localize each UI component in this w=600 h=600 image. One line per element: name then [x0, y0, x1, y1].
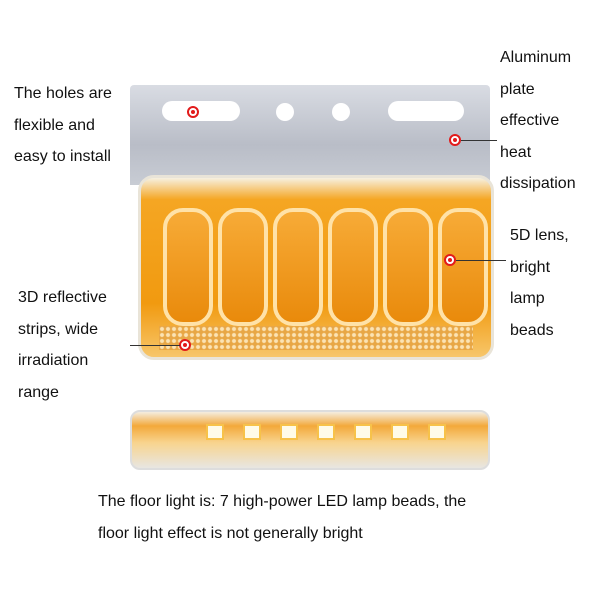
floor-light [130, 410, 490, 470]
mount-hole [332, 103, 350, 121]
mount-slot [162, 101, 240, 121]
caption-line: floor light effect is not generally brig… [98, 524, 363, 542]
callout-text: effective [500, 112, 560, 129]
callout-marker [444, 254, 456, 266]
callout-text: irradiation [18, 352, 89, 369]
mount-slot [388, 101, 464, 121]
callout-aluminum: Aluminum plate effective heat dissipatio… [500, 42, 576, 200]
mount-hole [276, 103, 294, 121]
callout-marker [179, 339, 191, 351]
callout-text: Aluminum [500, 49, 572, 66]
callout-line [130, 345, 180, 346]
led-bead [280, 424, 298, 440]
callout-line [456, 260, 506, 261]
callout-text: heat [500, 143, 532, 161]
led-bead [354, 424, 372, 440]
callout-reflective: 3D reflective strips, wide irradiation r… [18, 282, 107, 408]
callout-text: easy to install [14, 148, 111, 165]
led-bead [243, 424, 261, 440]
callout-text: plate [500, 80, 535, 98]
lamp-lens [138, 175, 494, 360]
callout-text: lamp [510, 290, 545, 307]
led-bead [317, 424, 335, 440]
callout-text: The holes are [14, 85, 112, 102]
lens-cell [438, 208, 488, 326]
callout-text: dissipation [500, 175, 576, 192]
led-bead [206, 424, 224, 440]
led-bead [428, 424, 446, 440]
caption-line: The floor light is: 7 high-power LED lam… [98, 493, 467, 510]
lens-cell [218, 208, 268, 326]
aluminum-plate [130, 85, 490, 185]
callout-text: strips, wide [18, 320, 99, 338]
callout-marker [449, 134, 461, 146]
callout-text: bright [510, 258, 551, 276]
callout-text: flexible and [14, 116, 95, 134]
callout-text: 3D reflective [18, 289, 107, 306]
caption: The floor light is: 7 high-power LED lam… [98, 486, 466, 549]
callout-text: range [18, 383, 59, 401]
lens-cell [383, 208, 433, 326]
lens-cell [273, 208, 323, 326]
lens-cell [328, 208, 378, 326]
callout-marker [187, 106, 199, 118]
callout-text: beads [510, 321, 554, 339]
reflective-strip [159, 326, 473, 350]
callout-holes: The holes are flexible and easy to insta… [14, 78, 112, 173]
callout-text: 5D lens, [510, 227, 569, 244]
callout-line [461, 140, 497, 141]
led-bead [391, 424, 409, 440]
lens-cell [163, 208, 213, 326]
callout-lens: 5D lens, bright lamp beads [510, 220, 569, 346]
